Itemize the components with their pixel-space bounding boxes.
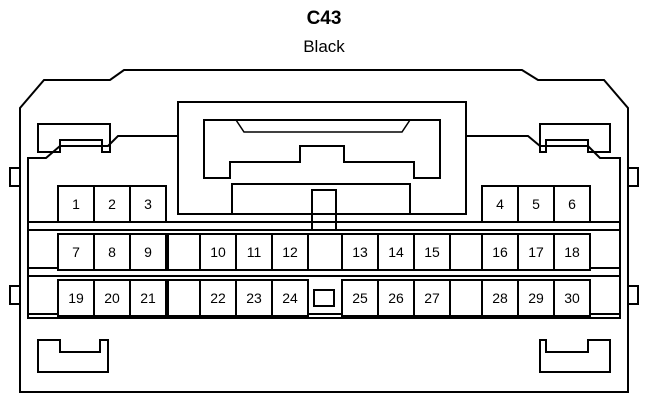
connector-id-title: C43 <box>307 8 342 29</box>
pin-cavity-18 <box>553 233 591 271</box>
pin-cavity-27 <box>413 279 451 317</box>
pin-cavity-23 <box>235 279 273 317</box>
lock-ramp <box>235 119 411 133</box>
pin-label-26: 26 <box>388 290 404 306</box>
pin-cavity-25 <box>341 279 379 317</box>
pin-cavity-22 <box>199 279 237 317</box>
polarization-key <box>313 289 335 307</box>
pin-label-7: 7 <box>72 244 80 260</box>
center-post <box>311 189 337 230</box>
pin-label-9: 9 <box>144 244 152 260</box>
pin-label-2: 2 <box>108 196 116 212</box>
latch-bottom-right <box>539 339 611 373</box>
pin-label-10: 10 <box>210 244 226 260</box>
empty-cavity <box>449 279 483 317</box>
pin-label-11: 11 <box>247 244 262 260</box>
pin-cavity-7 <box>57 233 95 271</box>
empty-cavity <box>167 233 201 271</box>
pin-label-1: 1 <box>72 196 80 212</box>
pin-label-20: 20 <box>104 290 120 306</box>
pin-label-18: 18 <box>564 244 580 260</box>
side-tab-right-upper <box>627 167 639 187</box>
pin-label-28: 28 <box>492 290 508 306</box>
latch-bottom-left <box>37 339 109 373</box>
latch-top-right <box>539 123 611 153</box>
pin-label-6: 6 <box>568 196 576 212</box>
pin-label-8: 8 <box>108 244 116 260</box>
empty-cavity <box>307 233 343 271</box>
pin-label-3: 3 <box>144 196 152 212</box>
pin-cavity-8 <box>93 233 131 271</box>
lock-window <box>203 119 441 179</box>
pin-cavity-21 <box>129 279 167 317</box>
pin-cavity-3 <box>129 185 167 223</box>
pin-label-25: 25 <box>352 290 368 306</box>
connector-color-subtitle: Black <box>303 37 345 56</box>
pin-label-17: 17 <box>528 244 544 260</box>
pin-label-15: 15 <box>424 244 440 260</box>
side-tab-right-lower <box>627 285 639 305</box>
pin-cavity-20 <box>93 279 131 317</box>
housing-outline <box>19 69 629 393</box>
pin-cavity-26 <box>377 279 415 317</box>
pin-label-4: 4 <box>496 196 504 212</box>
pin-label-13: 13 <box>352 244 368 260</box>
pin-cavity-13 <box>341 233 379 271</box>
pin-cavity-24 <box>271 279 309 317</box>
lock-housing-outer <box>177 101 467 215</box>
pin-label-14: 14 <box>388 244 404 260</box>
pin-label-27: 27 <box>424 290 440 306</box>
pin-cavity-12 <box>271 233 309 271</box>
pin-label-30: 30 <box>564 290 580 306</box>
pin-label-5: 5 <box>532 196 540 212</box>
pin-cavity-17 <box>517 233 555 271</box>
connector-housing <box>9 69 639 393</box>
side-tab-left-upper <box>9 167 21 187</box>
pin-cavity-9 <box>129 233 167 271</box>
side-tab-left-lower <box>9 285 21 305</box>
pin-cavity-6 <box>553 185 591 223</box>
pin-cavity-1 <box>57 185 95 223</box>
pin-label-29: 29 <box>528 290 544 306</box>
pin-label-24: 24 <box>282 290 298 306</box>
pin-label-23: 23 <box>246 290 262 306</box>
pin-label-21: 21 <box>140 290 156 306</box>
pin-cavity-19 <box>57 279 95 317</box>
pin-cavity-16 <box>481 233 519 271</box>
pin-label-12: 12 <box>282 244 298 260</box>
pin-label-16: 16 <box>492 244 508 260</box>
latch-top-left <box>37 123 111 153</box>
empty-cavity <box>167 279 201 317</box>
pin-label-19: 19 <box>68 290 84 306</box>
pin-label-22: 22 <box>210 290 226 306</box>
pin-cavity-11 <box>235 233 273 271</box>
pin-cavity-2 <box>93 185 131 223</box>
pin-cavity-30 <box>553 279 591 317</box>
empty-cavity <box>449 233 483 271</box>
pin-cavity-14 <box>377 233 415 271</box>
